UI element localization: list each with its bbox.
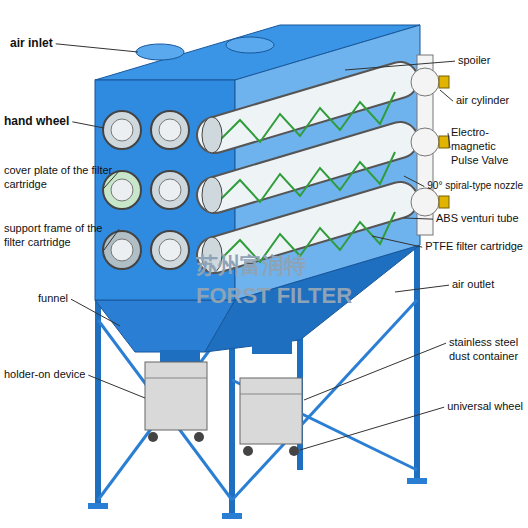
- watermark: FORST FILTER: [196, 282, 352, 310]
- leader-lines: [56, 44, 455, 450]
- part-label: universal wheel: [447, 400, 523, 414]
- base-plates: [88, 478, 427, 519]
- leader-line: [104, 229, 119, 250]
- leader-line: [345, 61, 455, 70]
- leader-line: [304, 343, 446, 400]
- inlet: [226, 37, 274, 53]
- part-label: stainless steel dust container: [449, 336, 523, 364]
- part-label: air inlet: [10, 36, 53, 51]
- part-label: Electro-magnetic Pulse Valve: [451, 126, 523, 167]
- hopper-outlet: [252, 340, 292, 354]
- dust-containers: [145, 362, 302, 456]
- part-label: support frame of the filter cartridge: [4, 222, 116, 250]
- leader-line: [56, 44, 138, 52]
- part-label: spoiler: [458, 54, 490, 68]
- leader-line: [72, 122, 104, 128]
- leader-line: [404, 176, 424, 187]
- leader-line: [448, 133, 450, 148]
- pulse-pipes: [411, 55, 449, 235]
- part-label: hand wheel: [4, 114, 69, 129]
- part-label: air cylinder: [456, 94, 509, 108]
- leader-line: [440, 90, 453, 101]
- part-label: PTFE filter cartridge: [425, 240, 523, 254]
- part-label: 90° spiral-type nozzle: [427, 180, 523, 193]
- inlet: [136, 44, 184, 60]
- leader-line: [395, 285, 449, 292]
- part-label: ABS venturi tube: [436, 212, 519, 226]
- cover-plates: [103, 111, 189, 269]
- leader-line: [404, 218, 433, 219]
- part-label: holder-on device: [4, 368, 85, 382]
- leader-line: [88, 375, 145, 398]
- leader-line: [71, 299, 120, 326]
- part-label: funnel: [38, 292, 68, 306]
- leader-line: [300, 407, 444, 450]
- part-label: air outlet: [452, 278, 494, 292]
- part-label: cover plate of the filter cartridge: [4, 164, 116, 192]
- watermark: 苏州富润特: [196, 252, 306, 280]
- filter-cartridges: [202, 80, 400, 273]
- leader-line: [372, 236, 422, 247]
